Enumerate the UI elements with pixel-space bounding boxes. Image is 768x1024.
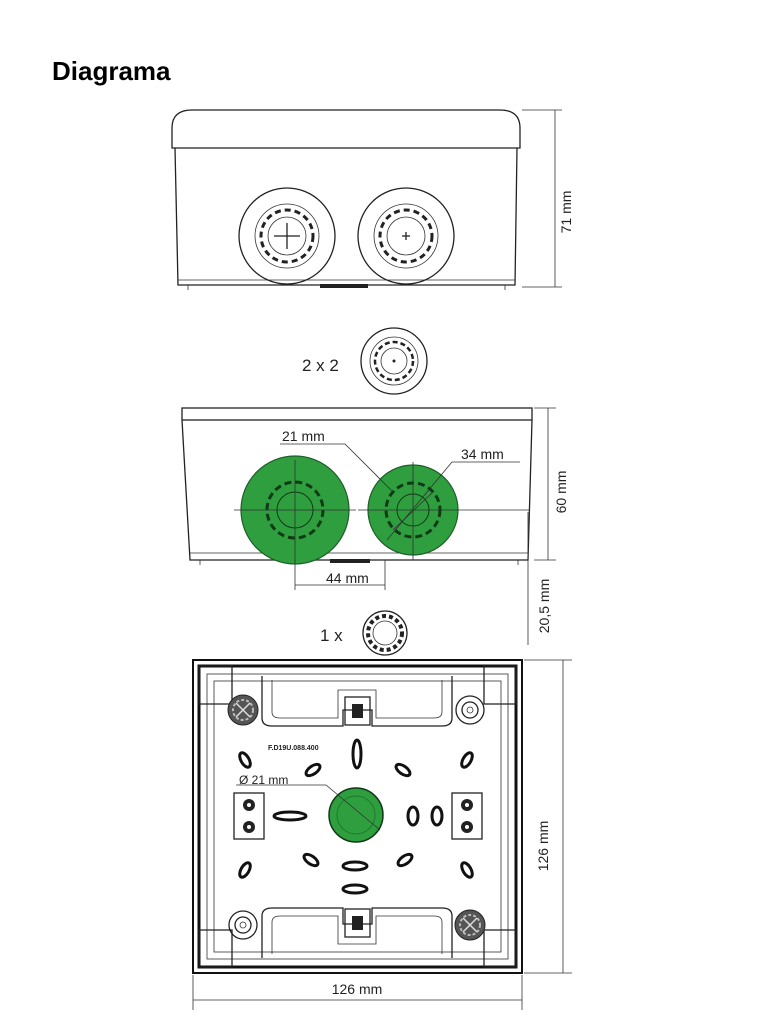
- front-view: 21 mm 34 mm 44 mm 60 mm 20,5 mm: [181, 407, 569, 645]
- corner-screw-bottom-left: [228, 910, 258, 940]
- cable-gland-left: [238, 187, 336, 285]
- spare-grommet: 1 x: [320, 610, 408, 656]
- offset-label: 20,5 mm: [536, 579, 552, 633]
- corner-screw-top-left: [227, 694, 259, 726]
- spare-glands-label: 2 x 2: [302, 356, 339, 375]
- terminal-block-left: [233, 792, 265, 840]
- corner-screw-top-right: [455, 695, 485, 725]
- side-view: 71 mm: [171, 109, 574, 290]
- center-knockout: [328, 787, 384, 843]
- front-height-label: 60 mm: [553, 471, 569, 514]
- small-diameter-label: 21 mm: [282, 428, 325, 444]
- cable-gland-right: [357, 187, 455, 285]
- side-height-label: 71 mm: [558, 191, 574, 234]
- model-code-label: F.D19U.088.400: [268, 745, 319, 752]
- spare-grommet-label: 1 x: [320, 626, 343, 645]
- hole-diameter-label: Ø 21 mm: [239, 773, 288, 787]
- large-diameter-label: 34 mm: [461, 446, 504, 462]
- top-view: Ø 21 mm F.D19U.088.400 126 mm 126 mm: [192, 659, 572, 1010]
- terminal-block-right: [451, 792, 483, 840]
- spare-glands: 2 x 2: [302, 327, 428, 395]
- top-height-label: 126 mm: [535, 821, 551, 872]
- spacing-label: 44 mm: [326, 570, 369, 586]
- top-width-label: 126 mm: [332, 981, 383, 997]
- corner-screw-bottom-right: [454, 909, 486, 941]
- page-title: Diagrama: [52, 56, 171, 86]
